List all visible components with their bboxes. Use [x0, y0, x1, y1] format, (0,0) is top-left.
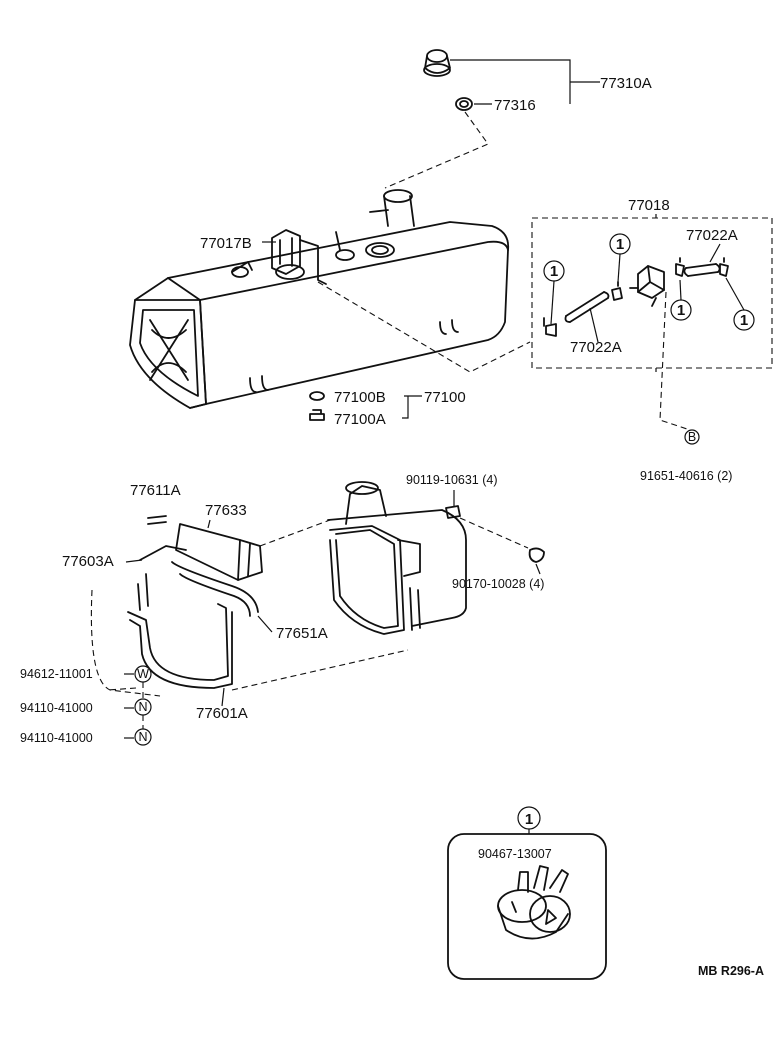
fuel-tank-upper [129, 189, 510, 409]
svg-text:B: B [688, 430, 696, 444]
label-94612-11001: 94612-11001 [20, 667, 93, 681]
label-90467-13007: 90467-13007 [478, 847, 552, 861]
label-77100B: 77100B [334, 389, 386, 406]
svg-text:N: N [138, 730, 147, 744]
label-77100A: 77100A [334, 411, 386, 428]
callout-1-detail: 1 [517, 806, 541, 830]
svg-text:1: 1 [740, 312, 748, 329]
svg-text:1: 1 [616, 236, 624, 253]
svg-text:1: 1 [525, 811, 533, 828]
label-77316: 77316 [494, 97, 536, 114]
callout-1-b: 1 [609, 233, 631, 283]
label-77022A-bottom: 77022A [570, 339, 622, 356]
hose-clamp-part [497, 865, 571, 940]
label-77601A: 77601A [196, 705, 248, 722]
nut-symbol-1: N [134, 698, 152, 716]
label-77633: 77633 [205, 502, 247, 519]
callout-1-c: 1 [670, 279, 692, 321]
label-77018: 77018 [628, 197, 670, 214]
label-77611A: 77611A [130, 482, 181, 499]
svg-text:W: W [137, 667, 149, 681]
nut-symbol-2: N [134, 728, 152, 746]
gasket-part [455, 97, 473, 111]
filler-cap-part [423, 49, 451, 77]
callout-1-a: 1 [543, 260, 565, 325]
svg-text:1: 1 [550, 263, 558, 280]
svg-text:N: N [138, 700, 147, 714]
label-91651-40616: 91651-40616 (2) [640, 469, 732, 483]
reference-code: MB R296-A [698, 964, 764, 978]
label-90119-10631: 90119-10631 (4) [406, 473, 498, 487]
label-77017B: 77017B [200, 235, 252, 252]
bolt-symbol: B [684, 429, 700, 445]
label-77022A-top: 77022A [686, 227, 738, 244]
label-94110-41000-b: 94110-41000 [20, 731, 93, 745]
label-77603A: 77603A [62, 553, 114, 570]
label-77310A: 77310A [600, 75, 652, 92]
label-94110-41000-a: 94110-41000 [20, 701, 93, 715]
svg-text:1: 1 [677, 302, 685, 319]
label-90170-10028: 90170-10028 (4) [452, 577, 544, 591]
label-77100: 77100 [424, 389, 466, 406]
washer-symbol: W [134, 665, 152, 683]
label-77651A: 77651A [276, 625, 328, 642]
callout-1-d: 1 [725, 277, 755, 331]
